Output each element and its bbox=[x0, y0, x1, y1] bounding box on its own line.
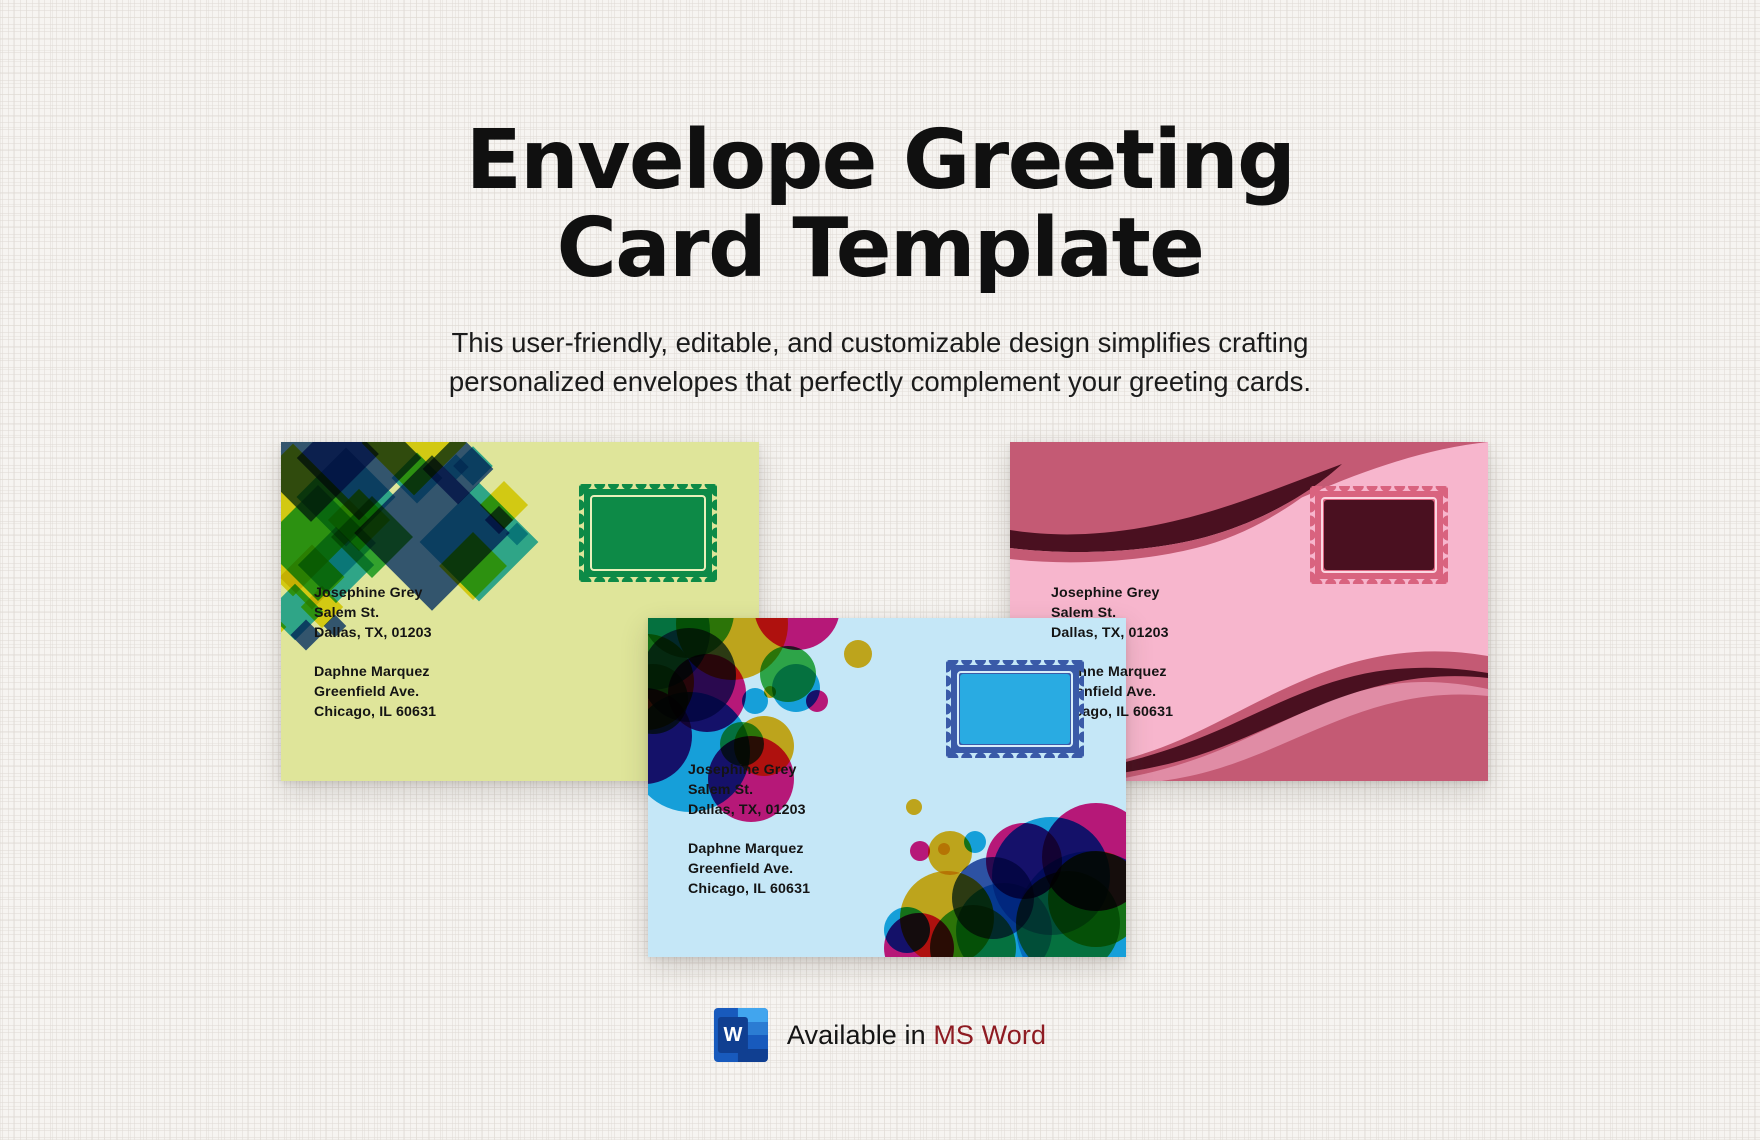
green-envelope-address: Josephine Grey Salem St. Dallas, TX, 012… bbox=[314, 563, 436, 742]
sender-address-block: Josephine Grey Salem St. Dallas, TX, 012… bbox=[688, 762, 806, 819]
availability-footer: W Available in MS Word bbox=[713, 1008, 1046, 1062]
pink-wave-envelope[interactable]: Josephine Grey Salem St. Dallas, TX, 012… bbox=[1010, 442, 1488, 781]
availability-text: Available in MS Word bbox=[787, 1020, 1046, 1051]
ms-word-icon-letter: W bbox=[717, 1017, 748, 1053]
pink-envelope-stamp[interactable] bbox=[1310, 486, 1448, 584]
blue-circles-envelope[interactable]: Josephine Grey Salem St. Dallas, TX, 012… bbox=[648, 618, 1126, 957]
stamp-face bbox=[960, 674, 1070, 744]
page-title-line-1: Envelope Greeting bbox=[465, 112, 1296, 208]
app-name-label: MS Word bbox=[933, 1019, 1047, 1050]
stamp-face bbox=[593, 498, 703, 568]
recipient-address-block: Daphne Marquez Greenfield Ave. Chicago, … bbox=[688, 840, 811, 897]
page-title-line-2: Card Template bbox=[556, 200, 1205, 296]
page-subtitle: This user-friendly, editable, and custom… bbox=[448, 326, 1312, 397]
ms-word-icon: W bbox=[713, 1008, 768, 1062]
blue-envelope-stamp[interactable] bbox=[946, 660, 1084, 758]
blue-envelope-address: Josephine Grey Salem St. Dallas, TX, 012… bbox=[688, 740, 810, 919]
sender-address-block: Josephine Grey Salem St. Dallas, TX, 012… bbox=[314, 585, 432, 642]
green-envelope-stamp[interactable] bbox=[579, 484, 717, 582]
available-in-label: Available in bbox=[786, 1019, 934, 1050]
stamp-face bbox=[1324, 500, 1434, 570]
page-title: Envelope Greeting Card Template bbox=[0, 117, 1760, 292]
sender-address-block: Josephine Grey Salem St. Dallas, TX, 012… bbox=[1051, 585, 1169, 642]
recipient-address-block: Daphne Marquez Greenfield Ave. Chicago, … bbox=[314, 663, 437, 720]
